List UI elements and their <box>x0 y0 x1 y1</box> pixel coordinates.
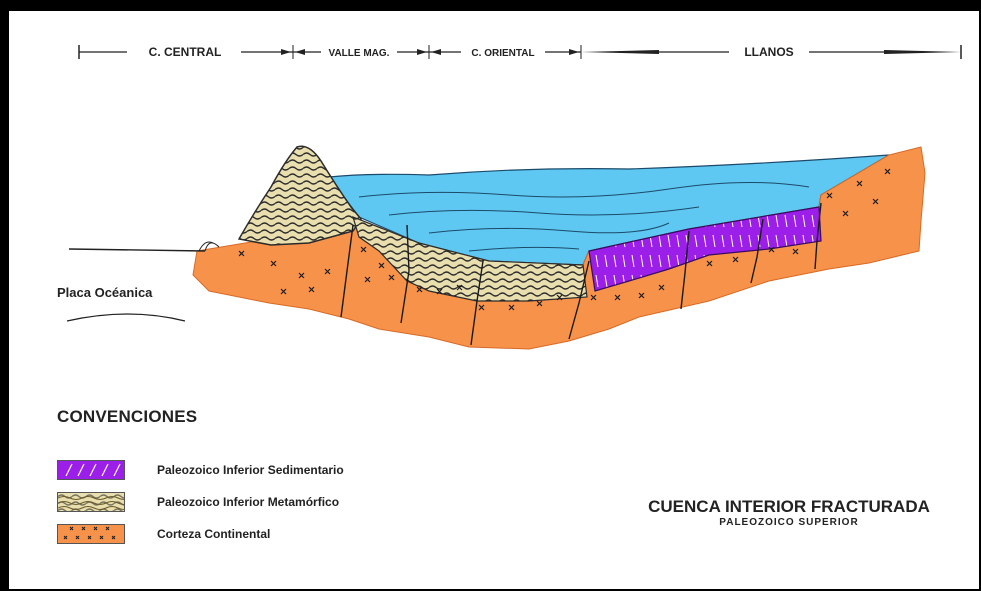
diagram-frame: C. CENTRAL VALLE MAG. C. ORIENTAL LLANOS <box>9 11 979 589</box>
region-label-valle-mag: VALLE MAG. <box>329 48 390 59</box>
region-label-c-central: C. CENTRAL <box>149 45 222 59</box>
legend-item-metamorphic: Paleozoico Inferior Metamórfico <box>57 487 477 517</box>
sedimentary-swatch <box>57 460 125 480</box>
caption: CUENCA INTERIOR FRACTURADA PALEOZOICO SU… <box>609 497 969 528</box>
legend-label-sedimentary: Paleozoico Inferior Sedimentario <box>157 463 344 477</box>
legend-label-crust: Corteza Continental <box>157 527 270 541</box>
oceanic-plate-line <box>69 249 205 251</box>
metamorphic-swatch <box>57 492 125 512</box>
legend-title: CONVENCIONES <box>57 407 477 427</box>
region-label-c-oriental: C. ORIENTAL <box>471 48 534 59</box>
crust-swatch <box>57 524 125 544</box>
legend-label-metamorphic: Paleozoico Inferior Metamórfico <box>157 495 339 509</box>
legend-item-crust: Corteza Continental <box>57 519 477 549</box>
metamorphic-mountain <box>239 146 361 245</box>
region-scale: C. CENTRAL VALLE MAG. C. ORIENTAL LLANOS <box>79 45 961 59</box>
caption-subtitle: PALEOZOICO SUPERIOR <box>609 517 969 528</box>
caption-title: CUENCA INTERIOR FRACTURADA <box>609 497 969 517</box>
oceanic-plate-label: Placa Océanica <box>57 285 153 300</box>
legend: CONVENCIONES Paleozoico Inferior Sedimen… <box>57 407 477 551</box>
legend-item-sedimentary: Paleozoico Inferior Sedimentario <box>57 455 477 485</box>
region-label-llanos: LLANOS <box>744 45 793 59</box>
oceanic-plate-curve <box>67 314 185 321</box>
